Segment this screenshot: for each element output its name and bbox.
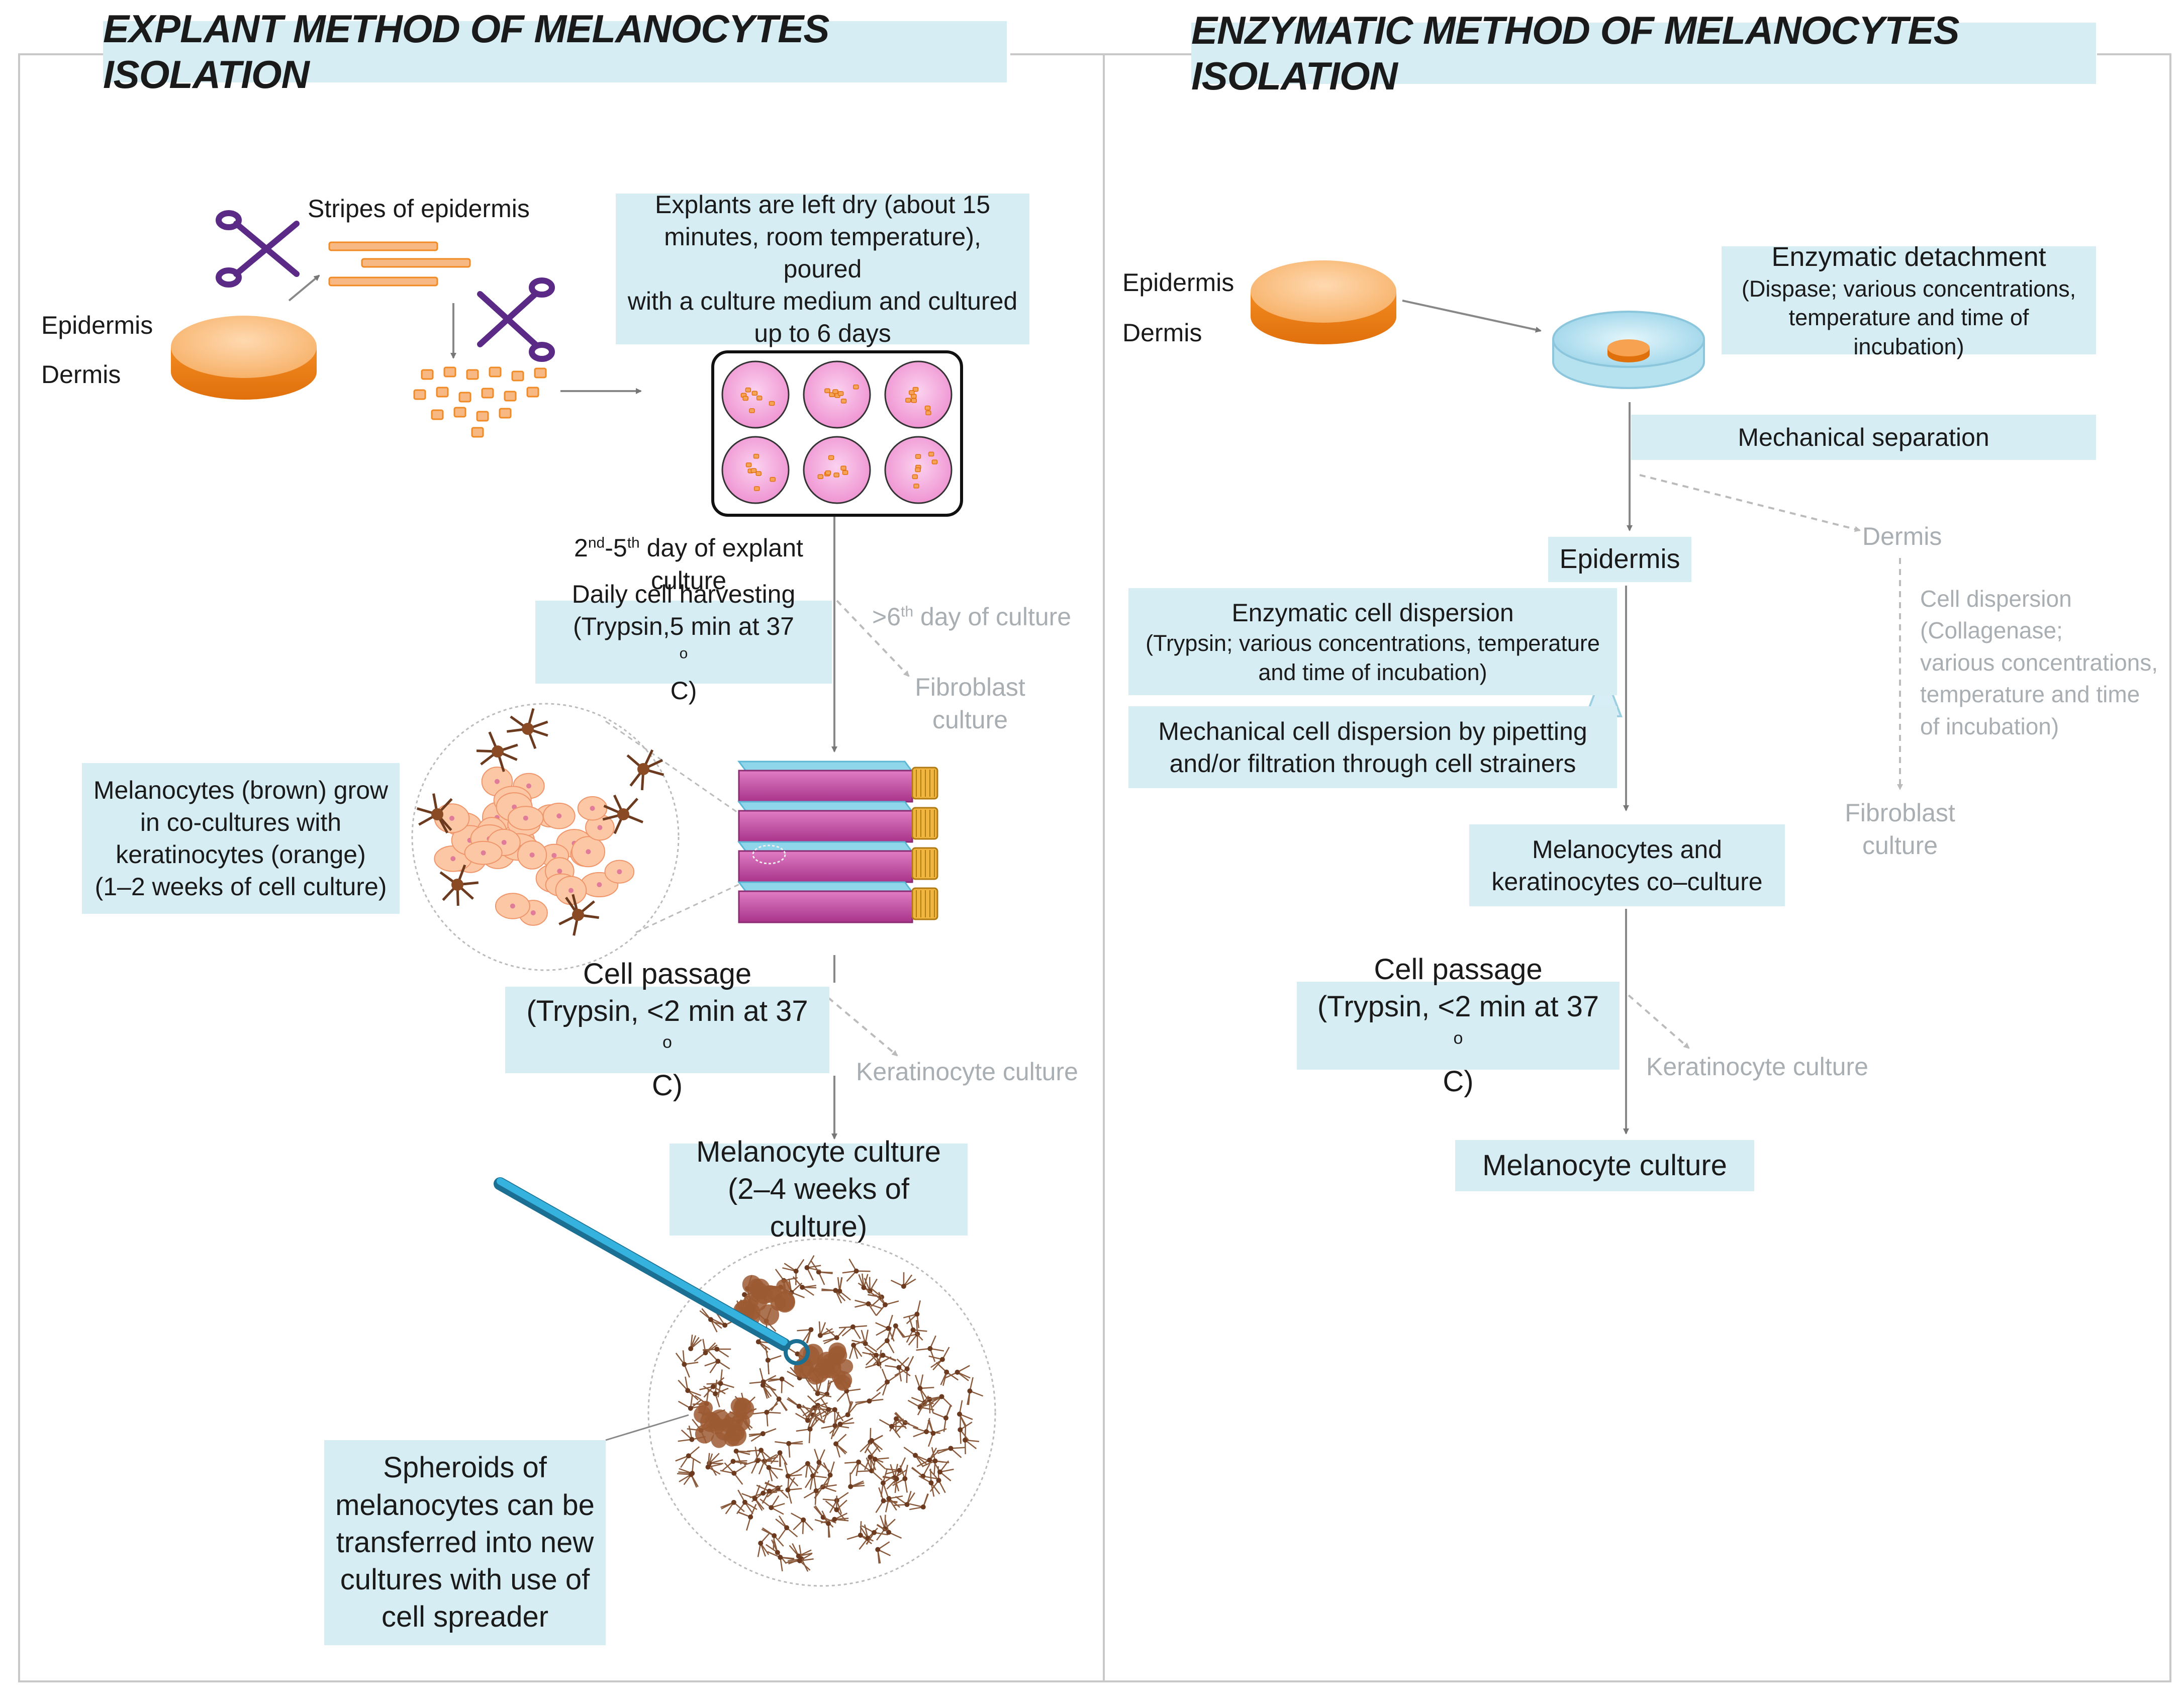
enzymatic-detachment-box: Enzymatic detachment (Dispase; various c… — [1722, 242, 2096, 359]
stripes-label: Stripes of epidermis — [308, 195, 530, 223]
sixth-day-label: >6th day of culture — [872, 603, 1072, 631]
mechanical-separation-box: Mechanical separation — [1631, 415, 2096, 460]
mechanical-cell-dispersion-box: Mechanical cell dispersion by pipetting … — [1128, 706, 1617, 788]
enzymatic-panel-frame — [1104, 53, 2171, 1682]
coculture-magnified-view — [411, 703, 744, 971]
epidermis-label: Epidermis — [1122, 268, 1235, 297]
daily-harvesting-box: Daily cell harvesting (Trypsin,5 min at … — [535, 580, 832, 705]
melanocyte-spheroid-view — [605, 1238, 996, 1587]
petri-dish — [1552, 311, 1705, 389]
cell-spreader-pipette — [494, 1177, 810, 1365]
skin-sample-disc — [1251, 260, 1396, 344]
culture-flask-stack — [737, 761, 938, 923]
explant-pieces — [413, 366, 547, 438]
explants-left-dry-box: Explants are left dry (about 15 minutes,… — [616, 191, 1029, 347]
coculture-description-box: Melanocytes (brown) grow in co-cultures … — [82, 763, 400, 914]
explant-method-title: EXPLANT METHOD OF MELANOCYTES ISOLATION — [103, 7, 1007, 97]
keratinocyte-culture-label: Keratinocyte culture — [1646, 1053, 1868, 1081]
epidermis-label: Epidermis — [41, 311, 153, 339]
epidermis-box: Epidermis — [1548, 537, 1691, 582]
enzymatic-cell-dispersion-box: Enzymatic cell dispersion (Trypsin; vari… — [1128, 588, 1617, 695]
dermis-label: Dermis — [1122, 319, 1202, 347]
spheroids-box: Spheroids of melanocytes can be transfer… — [324, 1440, 606, 1645]
dermis-label: Dermis — [41, 360, 121, 389]
scissors-icon — [216, 210, 300, 288]
skin-sample-disc — [171, 316, 317, 400]
melanocytes-keratinocytes-coculture-box: Melanocytes and keratinocytes co–culture — [1469, 824, 1785, 906]
collagenase-dispersion-label: Cell dispersion (Collagenase; various co… — [1920, 586, 2158, 739]
explant-panel-frame — [18, 53, 1105, 1682]
dermis-grey-label: Dermis — [1862, 522, 1942, 550]
six-well-plate — [711, 350, 963, 517]
enzymatic-method-title: ENZYMATIC METHOD OF MELANOCYTES ISOLATIO… — [1191, 8, 2096, 98]
melanocyte-culture-box: Melanocyte culture — [1455, 1140, 1754, 1191]
epidermis-stripes — [328, 241, 471, 287]
keratinocyte-culture-label: Keratinocyte culture — [856, 1058, 1078, 1086]
scissors-icon — [477, 277, 555, 362]
melanocyte-culture-box: Melanocyte culture (2–4 weeks of culture… — [670, 1136, 968, 1243]
